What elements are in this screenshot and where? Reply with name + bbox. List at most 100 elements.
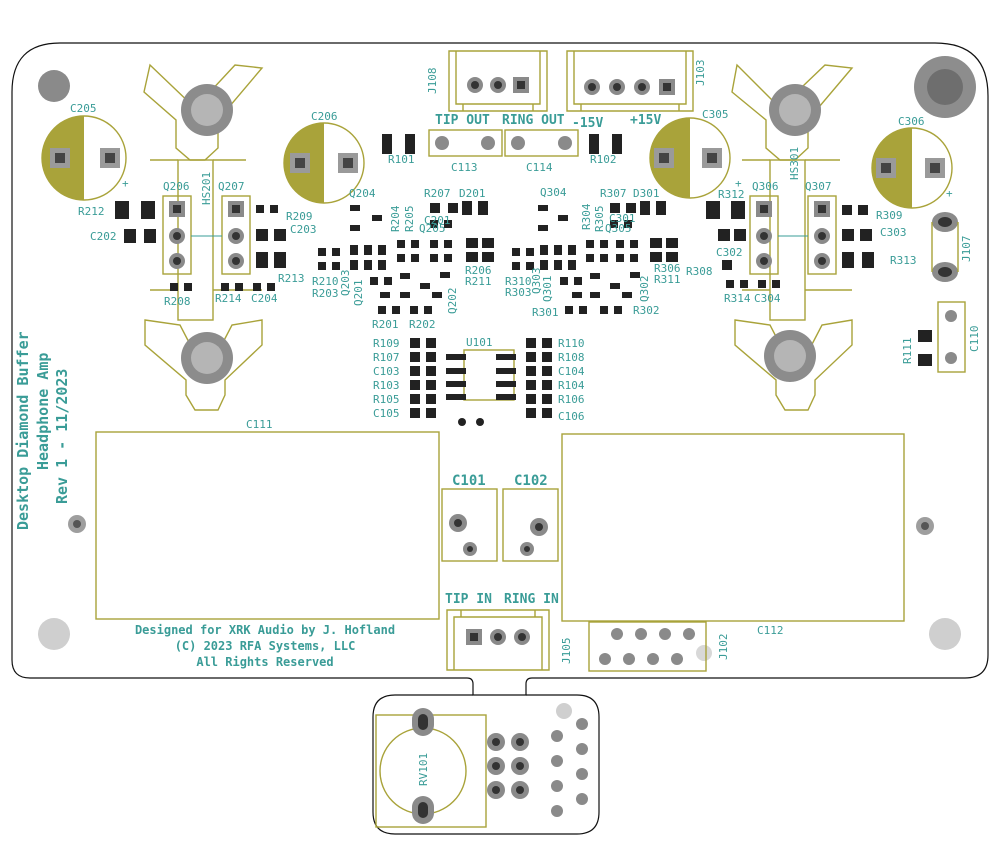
ref-q302: Q302 — [638, 276, 651, 303]
ref-c103: C103 — [373, 365, 400, 378]
ref-c301: C301 — [609, 212, 636, 225]
ref-c105: C105 — [373, 407, 400, 420]
transistor-q307 — [807, 195, 837, 275]
ref-r103: R103 — [373, 379, 400, 392]
label-c102: C102 — [514, 473, 548, 489]
ref-q204: Q204 — [349, 187, 376, 200]
reference-designators: J108 J103 J107 J105 J102 C205 C206 C305 … — [70, 60, 981, 787]
label-ring-out: RING OUT — [502, 113, 565, 128]
ref-q201: Q201 — [352, 280, 365, 307]
connector-j102 — [588, 621, 707, 672]
ref-j102: J102 — [717, 634, 730, 661]
label-c101: C101 — [452, 473, 486, 489]
ref-r307: R307 — [600, 187, 627, 200]
ref-c114: C114 — [526, 161, 553, 174]
ref-c104: C104 — [558, 365, 585, 378]
ref-r212: R212 — [78, 205, 105, 218]
mounting-hole-top-left — [38, 70, 70, 102]
ref-r208: R208 — [164, 295, 191, 308]
mounting-hole-top-right-inner — [927, 69, 963, 105]
resistor-r111 — [918, 330, 932, 366]
ref-c110: C110 — [968, 326, 981, 353]
smd-pads-opamp-sides — [410, 338, 552, 426]
ref-r310: R310 — [505, 275, 532, 288]
ref-rv101: RV101 — [417, 753, 430, 786]
label-plus15: +15V — [630, 113, 661, 128]
ref-q207: Q207 — [218, 180, 245, 193]
ref-r302: R302 — [633, 304, 660, 317]
capacitor-c205: + — [41, 115, 129, 201]
board-labels: C101 C102 TIP OUT RING OUT -15V +15V TIP… — [435, 113, 661, 607]
ref-q304: Q304 — [540, 186, 567, 199]
smd-pads-left — [115, 201, 494, 314]
ref-c202: C202 — [90, 230, 117, 243]
ref-c203: C203 — [290, 223, 317, 236]
ref-r110: R110 — [558, 337, 585, 350]
capacitor-c113 — [428, 129, 503, 157]
ref-r202: R202 — [409, 318, 436, 331]
transistor-q206 — [162, 195, 192, 275]
credit-block: Designed for XRK Audio by J. Hofland (C)… — [135, 623, 395, 669]
ref-r107: R107 — [373, 351, 400, 364]
ic-u101 — [446, 349, 516, 401]
transistor-q306 — [749, 195, 779, 275]
ref-r104: R104 — [558, 379, 585, 392]
ref-q205: Q205 — [419, 222, 446, 235]
ref-r205: R205 — [403, 206, 416, 233]
ref-c303: C303 — [880, 226, 907, 239]
ref-r101: R101 — [388, 153, 415, 166]
credit-line-2: (C) 2023 RFA Systems, LLC — [175, 639, 356, 653]
capacitor-c111 — [95, 431, 440, 620]
ref-r207: R207 — [424, 187, 451, 200]
mounting-hole-pot-tab — [556, 703, 572, 719]
svg-text:+: + — [946, 187, 953, 200]
ref-r204: R204 — [389, 205, 402, 232]
ref-r109: R109 — [373, 337, 400, 350]
capacitor-c114 — [504, 129, 579, 157]
ref-r201: R201 — [372, 318, 399, 331]
ref-r304: R304 — [580, 203, 593, 230]
ref-c111: C111 — [246, 418, 273, 431]
ref-hs201: HS201 — [200, 172, 213, 205]
ref-c302: C302 — [716, 246, 743, 259]
credit-line-1: Designed for XRK Audio by J. Hofland — [135, 623, 395, 637]
board-title-block: Desktop Diamond Buffer Headphone Amp Rev… — [14, 331, 71, 530]
ref-r312: R312 — [718, 188, 745, 201]
ref-c201: C201 — [424, 214, 451, 227]
capacitor-c112 — [561, 433, 905, 622]
ref-r210: R210 — [312, 275, 339, 288]
mounting-hole-left-mid-inner — [73, 520, 81, 528]
board-edge-pot-tab — [372, 694, 600, 835]
capacitor-c305: + — [649, 117, 742, 199]
ref-r306: R306 — [654, 262, 681, 275]
ref-r105: R105 — [373, 393, 400, 406]
connector-j103 — [566, 50, 694, 112]
connector-j107 — [931, 212, 959, 282]
smd-pads-right — [512, 201, 874, 314]
ref-r106: R106 — [558, 393, 585, 406]
ref-r211: R211 — [465, 275, 492, 288]
ref-r209: R209 — [286, 210, 313, 223]
ref-r203: R203 — [312, 287, 339, 300]
board-title-line-2: Headphone Amp — [34, 353, 52, 470]
mounting-hole-right-mid-inner — [921, 522, 929, 530]
mounting-hole-j102 — [696, 645, 712, 661]
ref-r305: R305 — [593, 206, 606, 233]
ref-r102: R102 — [590, 153, 617, 166]
ref-c112: C112 — [757, 624, 784, 637]
ref-j107: J107 — [960, 236, 973, 263]
label-tip-in: TIP IN — [445, 592, 492, 607]
capacitor-c206 — [283, 122, 365, 204]
potentiometer-rv101 — [375, 708, 588, 828]
mounting-hole-bottom-left — [38, 618, 70, 650]
resistor-r102 — [589, 134, 622, 154]
ref-q203: Q203 — [339, 270, 352, 297]
ref-r309: R309 — [876, 209, 903, 222]
ref-c204: C204 — [251, 292, 278, 305]
ref-u101: U101 — [466, 336, 493, 349]
ref-q202: Q202 — [446, 288, 459, 315]
transistor-q207 — [221, 195, 251, 275]
board-title-line-3: Rev 1 - 11/2023 — [53, 369, 71, 504]
ref-r303: R303 — [505, 286, 532, 299]
